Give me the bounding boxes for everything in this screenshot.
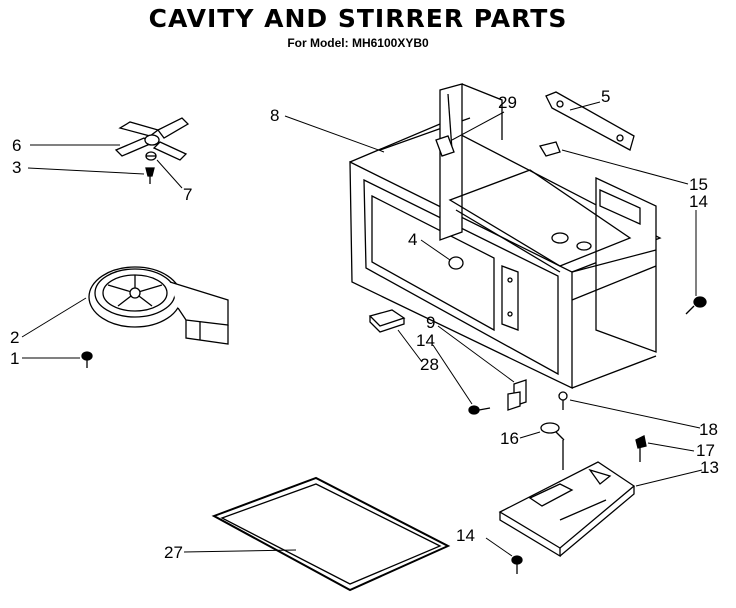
callout-14-upper: 14 — [689, 192, 708, 211]
callout-4: 4 — [408, 230, 417, 249]
fuse-holder — [540, 422, 565, 441]
callout-13: 13 — [700, 458, 719, 477]
stirrer-blade — [114, 117, 190, 161]
callout-17: 17 — [696, 441, 715, 460]
callout-15: 15 — [689, 175, 708, 194]
callout-9: 9 — [426, 313, 435, 332]
callout-numbers: 6 3 7 2 1 8 29 5 15 14 4 9 14 28 18 16 1… — [10, 87, 719, 562]
base-plate — [498, 440, 641, 558]
callout-6: 6 — [12, 136, 21, 155]
callout-16: 16 — [500, 429, 519, 448]
base-screw — [511, 555, 523, 574]
side-screw — [685, 296, 707, 315]
thermal-cutout — [538, 141, 561, 157]
callout-2: 2 — [10, 328, 19, 347]
stirrer-hub — [145, 151, 157, 161]
callout-29: 29 — [498, 93, 517, 112]
blower-screw — [81, 351, 93, 368]
callout-8: 8 — [270, 106, 279, 125]
small-block-part — [435, 135, 455, 157]
callout-28: 28 — [420, 355, 439, 374]
callout-1: 1 — [10, 349, 19, 368]
leader-lines — [21, 101, 703, 557]
cover-bracket — [545, 91, 635, 151]
model-subtitle: For Model: MH6100XYB0 — [287, 36, 429, 50]
latch-switch — [507, 379, 527, 411]
callout-18: 18 — [699, 420, 718, 439]
mount-screw — [558, 391, 568, 410]
cavity-opening — [448, 256, 464, 270]
stirrer-screw — [145, 167, 155, 184]
oven-cavity — [349, 83, 662, 390]
bottom-tray — [211, 476, 451, 592]
callout-14-middle: 14 — [416, 331, 435, 350]
air-guide-blower — [88, 266, 229, 345]
switch-screw — [468, 405, 491, 415]
callout-3: 3 — [12, 158, 21, 177]
callout-5: 5 — [601, 87, 610, 106]
callout-27: 27 — [164, 543, 183, 562]
cavity-pad — [368, 309, 406, 333]
wire-clip — [635, 435, 647, 449]
callout-14-lower: 14 — [456, 526, 475, 545]
callout-7: 7 — [183, 185, 192, 204]
diagram-title: CAVITY AND STIRRER PARTS — [148, 4, 568, 33]
